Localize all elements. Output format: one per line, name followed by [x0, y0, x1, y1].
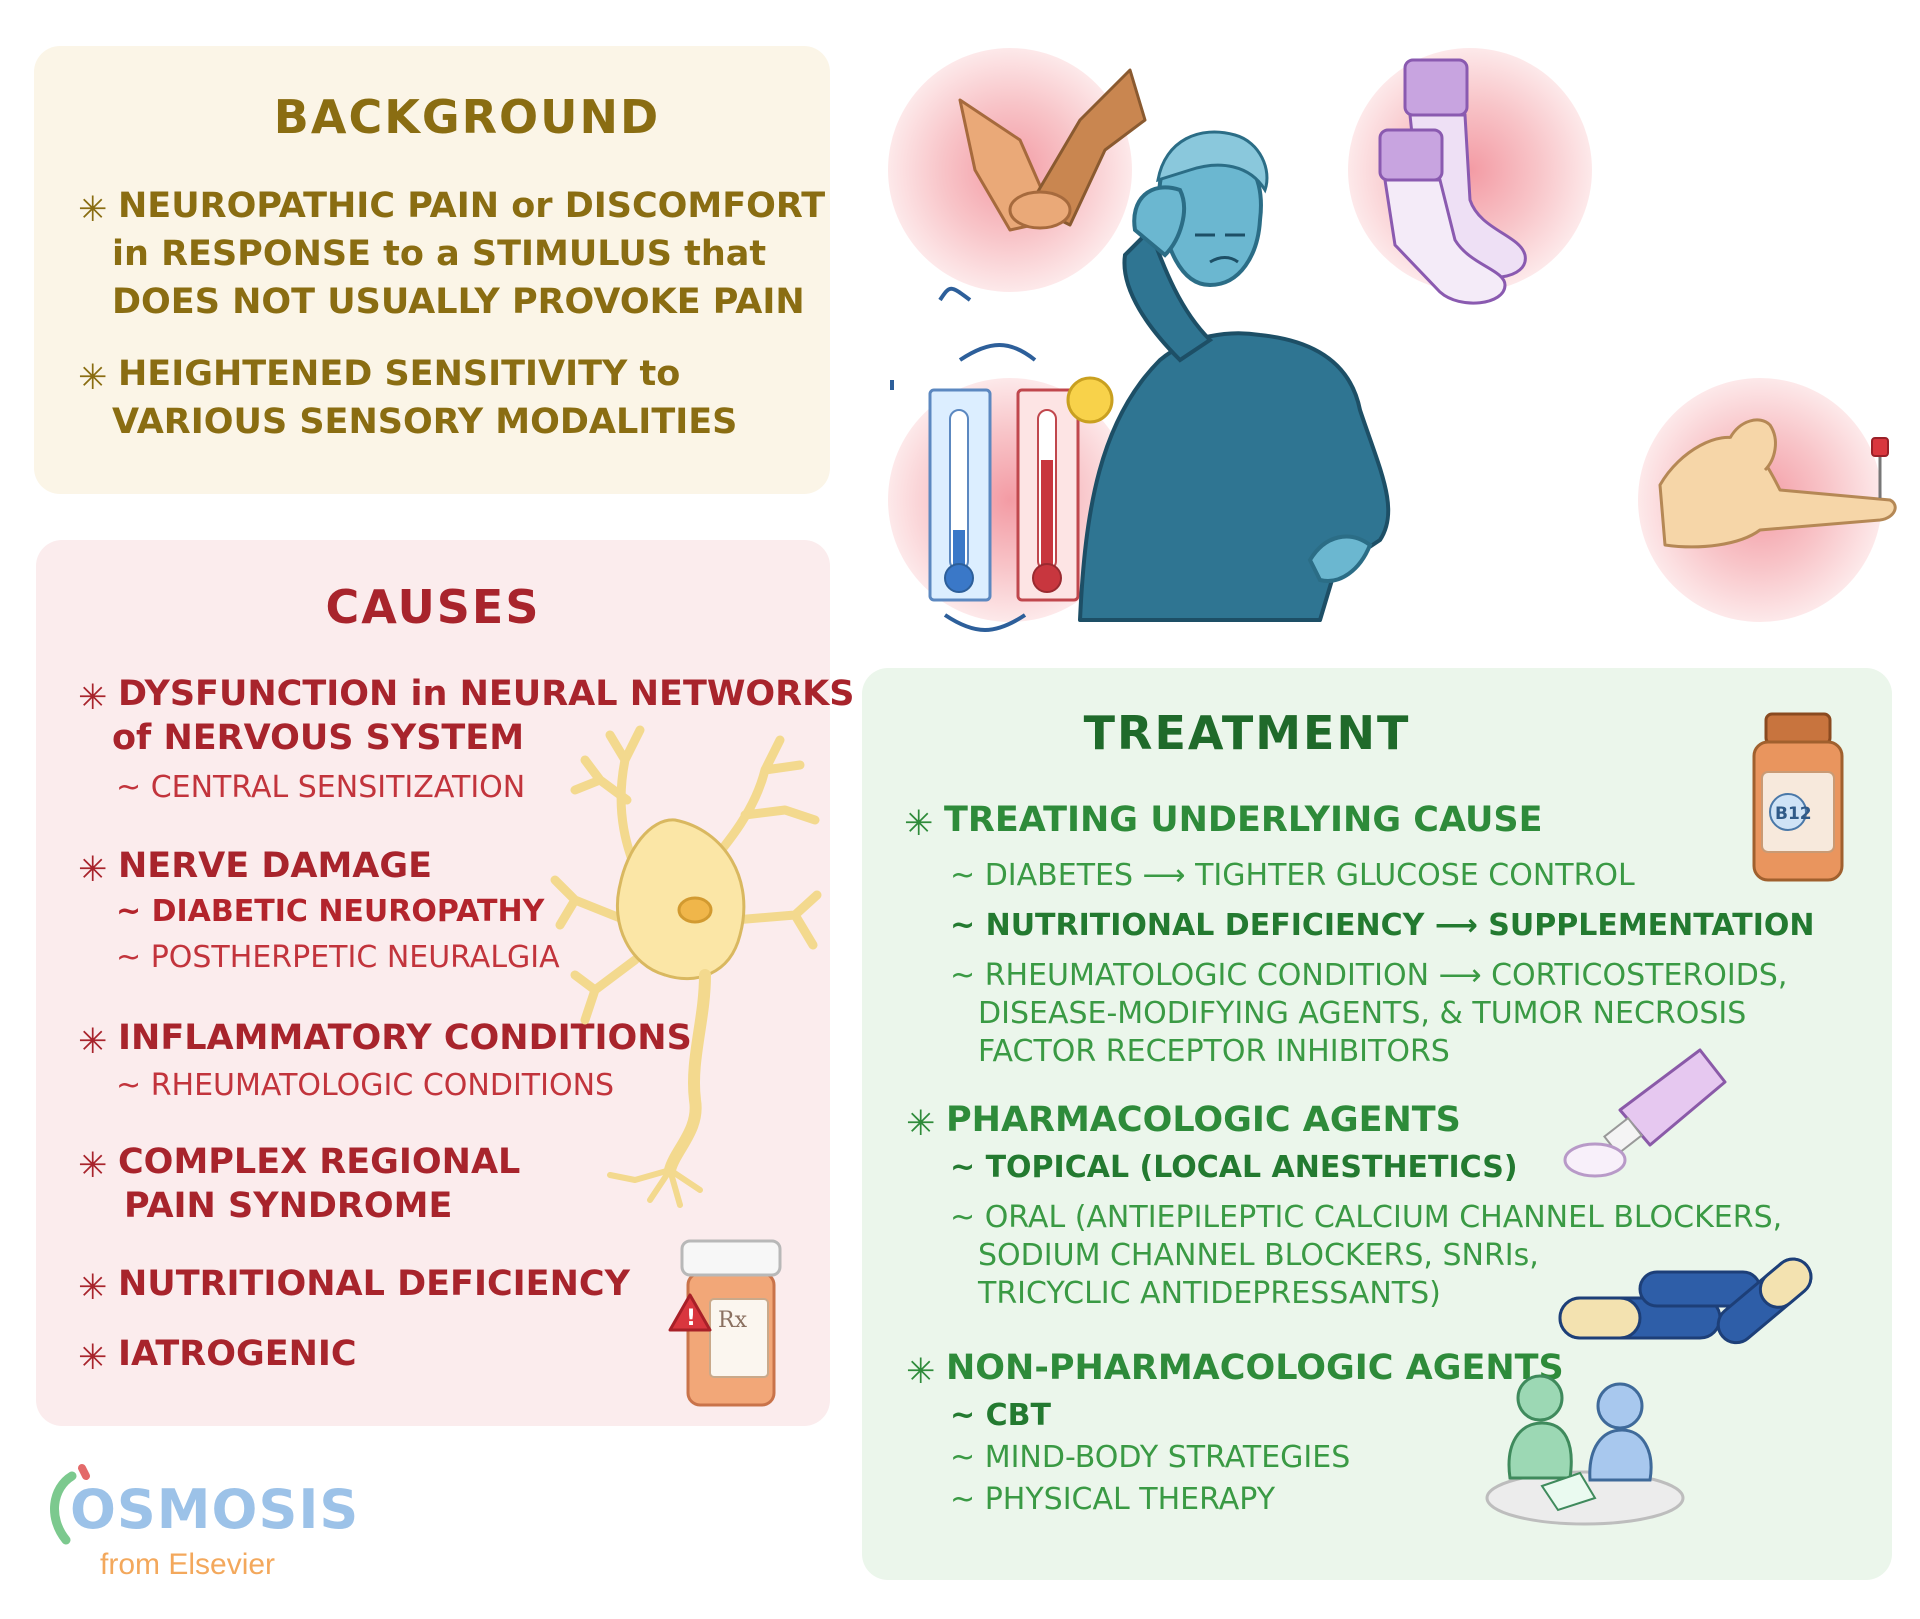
cause-sub: ~ RHEUMATOLOGIC CONDITIONS: [116, 1068, 615, 1103]
treatment-sub: ~ TOPICAL (LOCAL ANESTHETICS): [950, 1150, 1518, 1185]
causes-title: CAUSES: [325, 580, 541, 634]
bullet-icon: ✳: [78, 1146, 108, 1186]
therapy-session-illustration: [1485, 1374, 1685, 1526]
treatment-sub-text: NUTRITIONAL DEFICIENCY ⟶ SUPPLEMENTATION: [985, 908, 1815, 943]
background-line: DOES NOT USUALLY PROVOKE PAIN: [112, 282, 805, 322]
cause-sub-text: CENTRAL SENSITIZATION: [150, 770, 526, 805]
bullet-icon: ✳: [78, 850, 108, 890]
treatment-sub: ~ ORAL (ANTIEPILEPTIC CALCIUM CHANNEL BL…: [950, 1200, 1783, 1235]
logo-subtitle: from Elsevier: [100, 1548, 276, 1581]
background-title: BACKGROUND: [273, 90, 661, 144]
hand-pinprick-icon: [1658, 418, 1897, 549]
background-panel: [34, 46, 830, 494]
bullet-icon: ✳: [78, 678, 108, 718]
treatment-sub-text: FACTOR RECEPTOR INHIBITORS: [978, 1034, 1450, 1069]
background-line: NEUROPATHIC PAIN or DISCOMFORT: [118, 186, 826, 226]
treatment-sub-text: DIABETES ⟶ TIGHTER GLUCOSE CONTROL: [984, 858, 1635, 893]
background-line: in RESPONSE to a STIMULUS that: [112, 234, 767, 274]
cause-sub-text: DIABETIC NEUROPATHY: [151, 894, 545, 929]
treatment-sub: ~ CBT: [950, 1398, 1051, 1433]
treatment-sub-text: CBT: [985, 1398, 1051, 1433]
cause-line: PAIN SYNDROME: [124, 1186, 453, 1226]
neuron-illustration: [550, 725, 822, 1208]
treatment-sub-text: TOPICAL (LOCAL ANESTHETICS): [985, 1150, 1518, 1185]
treatment-heading: NON-PHARMACOLOGIC AGENTS: [946, 1348, 1564, 1388]
cause-sub-text: RHEUMATOLOGIC CONDITIONS: [150, 1068, 615, 1103]
treatment-heading: PHARMACOLOGIC AGENTS: [946, 1100, 1461, 1140]
treatment-sub-text: RHEUMATOLOGIC CONDITION ⟶ CORTICOSTEROID…: [984, 958, 1788, 993]
treatment-title: TREATMENT: [1083, 706, 1411, 760]
b12-label: B12: [1775, 804, 1812, 824]
bullet-icon: ✳: [78, 1338, 108, 1378]
ointment-tube-illustration: [1563, 1048, 1727, 1178]
treatment-sub-text: MIND-BODY STRATEGIES: [984, 1440, 1351, 1475]
thermometer-icon: [890, 286, 1114, 632]
osmosis-logo: OSMOSIS: [70, 1478, 360, 1541]
cause-line: DYSFUNCTION in NEURAL NETWORKS: [118, 674, 855, 714]
prescription-bottle-illustration: Rx !: [668, 1239, 782, 1407]
symptoms-illustration: [888, 48, 1897, 632]
rx-label: Rx: [718, 1308, 748, 1333]
treatment-sub-text: ORAL (ANTIEPILEPTIC CALCIUM CHANNEL BLOC…: [984, 1200, 1783, 1235]
cause-sub: ~ DIABETIC NEUROPATHY: [116, 894, 545, 929]
background-line: VARIOUS SENSORY MODALITIES: [112, 402, 738, 442]
bullet-icon: ✳: [906, 1352, 936, 1392]
cause-sub: ~ POSTHERPETIC NEURALGIA: [116, 940, 560, 975]
bullet-icon: ✳: [78, 190, 108, 230]
cause-sub: ~ CENTRAL SENSITIZATION: [116, 770, 526, 805]
bullet-icon: ✳: [78, 358, 108, 398]
capsules-illustration: [1558, 1257, 1813, 1345]
cause-line: of NERVOUS SYSTEM: [112, 718, 525, 758]
handshake-icon: [958, 68, 1147, 232]
treatment-sub-text: SODIUM CHANNEL BLOCKERS, SNRIs,: [978, 1238, 1539, 1273]
cause-line: NUTRITIONAL DEFICIENCY: [118, 1264, 630, 1304]
treatment-sub-text: TRICYCLIC ANTIDEPRESSANTS): [978, 1276, 1441, 1311]
background-line: HEIGHTENED SENSITIVITY to: [118, 354, 681, 394]
treatment-sub: ~ RHEUMATOLOGIC CONDITION ⟶ CORTICOSTERO…: [950, 958, 1788, 993]
treatment-sub: ~ DIABETES ⟶ TIGHTER GLUCOSE CONTROL: [950, 858, 1635, 893]
bullet-icon: ✳: [78, 1268, 108, 1308]
treatment-sub: ~ PHYSICAL THERAPY: [950, 1482, 1276, 1517]
bullet-icon: ✳: [904, 804, 934, 844]
bullet-icon: ✳: [78, 1022, 108, 1062]
socks-icon: [1378, 58, 1527, 305]
treatment-sub: ~ MIND-BODY STRATEGIES: [950, 1440, 1351, 1475]
cause-sub-text: POSTHERPETIC NEURALGIA: [150, 940, 560, 975]
treatment-sub-text: PHYSICAL THERAPY: [984, 1482, 1276, 1517]
cause-line: IATROGENIC: [118, 1334, 357, 1374]
person-in-pain-illustration: [1078, 130, 1391, 622]
treatment-sub-text: DISEASE-MODIFYING AGENTS, & TUMOR NECROS…: [978, 996, 1747, 1031]
treatment-panel: [862, 668, 1892, 1580]
treatment-sub: ~ NUTRITIONAL DEFICIENCY ⟶ SUPPLEMENTATI…: [950, 908, 1815, 943]
cause-line: COMPLEX REGIONAL: [118, 1142, 521, 1182]
warning-icon: !: [686, 1306, 696, 1331]
bullet-icon: ✳: [906, 1104, 936, 1144]
treatment-heading: TREATING UNDERLYING CAUSE: [944, 800, 1543, 840]
b12-bottle-illustration: B12: [1752, 712, 1844, 882]
logo-mark-icon: [50, 1464, 90, 1545]
cause-line: INFLAMMATORY CONDITIONS: [118, 1018, 692, 1058]
cause-line: NERVE DAMAGE: [118, 846, 433, 886]
